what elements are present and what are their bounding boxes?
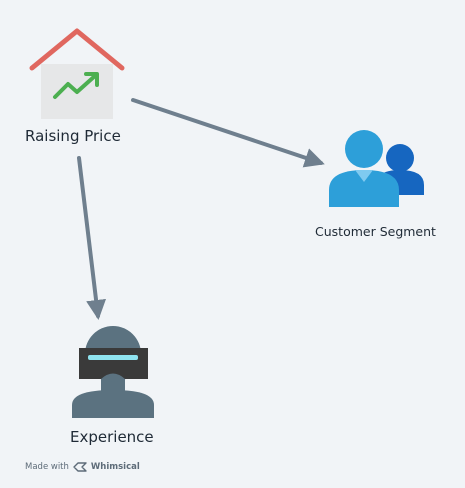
edge-price-to-experience[interactable] [77,156,107,320]
whimsical-logo-icon [73,462,87,472]
footer-prefix: Made with [25,462,69,472]
node-label-raising-price: Raising Price [25,127,121,145]
made-with-footer[interactable]: Made with Whimsical [25,462,140,472]
footer-brand: Whimsical [90,462,140,472]
node-label-experience: Experience [70,428,154,446]
edge-price-to-segment[interactable] [131,98,325,168]
users-icon[interactable] [329,130,424,207]
vr-headset-icon[interactable] [72,326,154,418]
node-label-customer-segment: Customer Segment [315,224,436,239]
house-trend-up-icon[interactable] [29,28,125,119]
